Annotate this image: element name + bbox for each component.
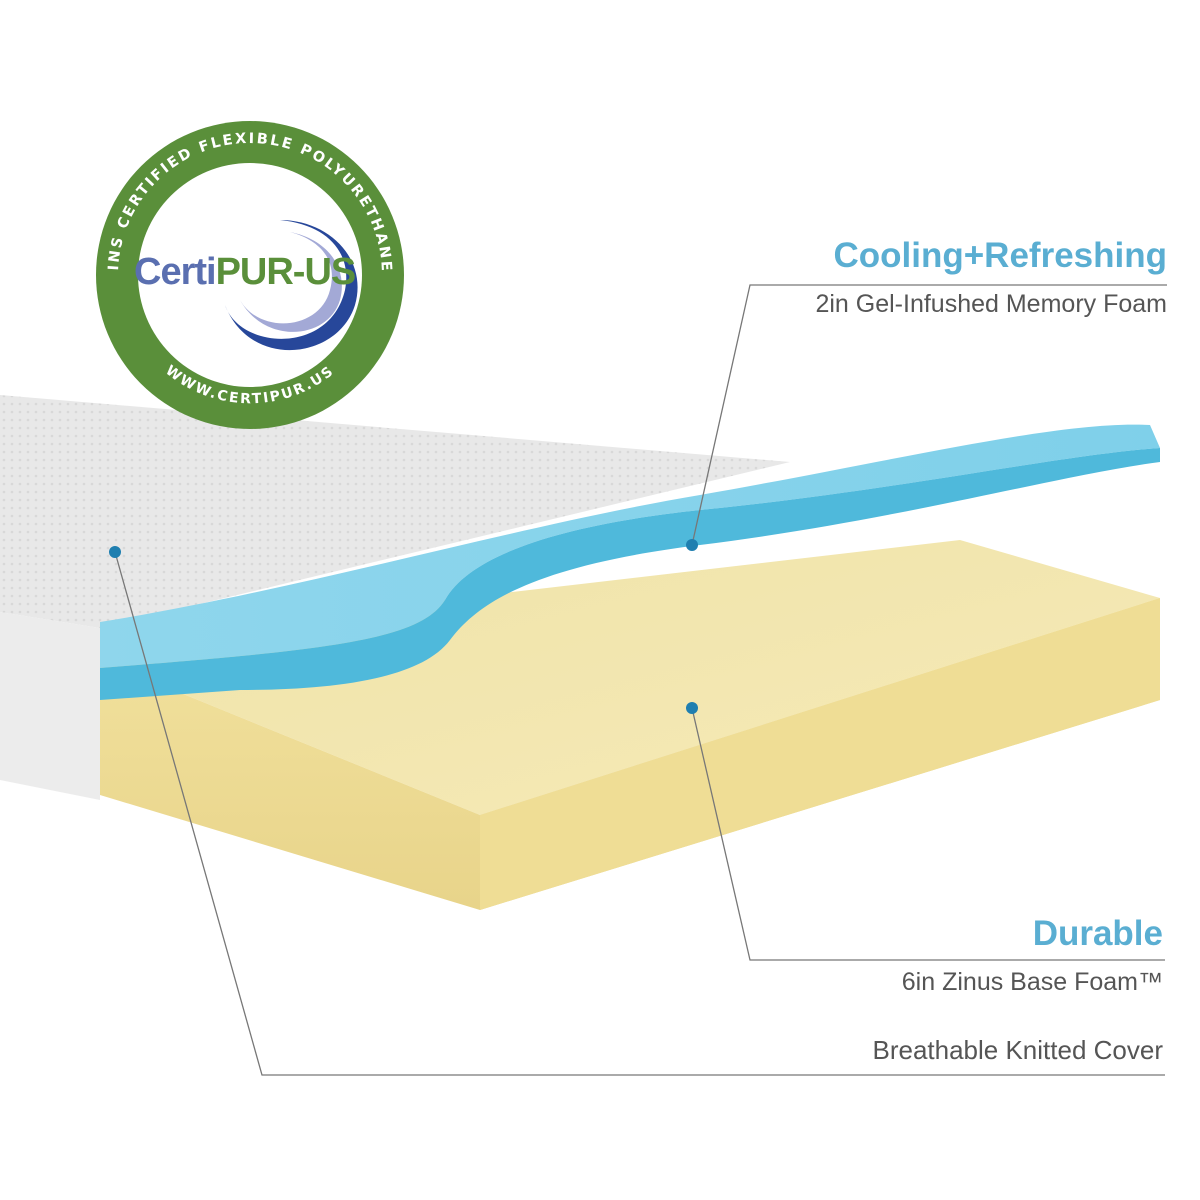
marker-dot-base: [686, 702, 698, 714]
leader-line-cooling: [691, 284, 1167, 546]
svg-text:CertiPUR-US: CertiPUR-US: [134, 251, 355, 293]
leader-line-cover: [114, 551, 1165, 1076]
leader-line-durable: [691, 707, 1165, 961]
cooling-description: 2in Gel-Infushed Memory Foam: [815, 290, 1167, 318]
marker-dot-cover: [109, 546, 121, 558]
cooling-heading: Cooling+Refreshing: [833, 236, 1168, 275]
durable-heading: Durable: [1032, 914, 1163, 953]
gel-memory-foam-layer: [100, 424, 1160, 700]
cover-description: Breathable Knitted Cover: [872, 1035, 1163, 1065]
knitted-cover: [0, 395, 790, 800]
marker-dot-gel: [686, 539, 698, 551]
certipur-badge-logo: CONTAINS CERTIFIED FLEXIBLE POLYURETHANE…: [0, 0, 404, 429]
durable-description: 6in Zinus Base Foam™: [901, 968, 1163, 996]
leader-lines: [114, 284, 1167, 1076]
base-foam-layer: [100, 540, 1160, 910]
